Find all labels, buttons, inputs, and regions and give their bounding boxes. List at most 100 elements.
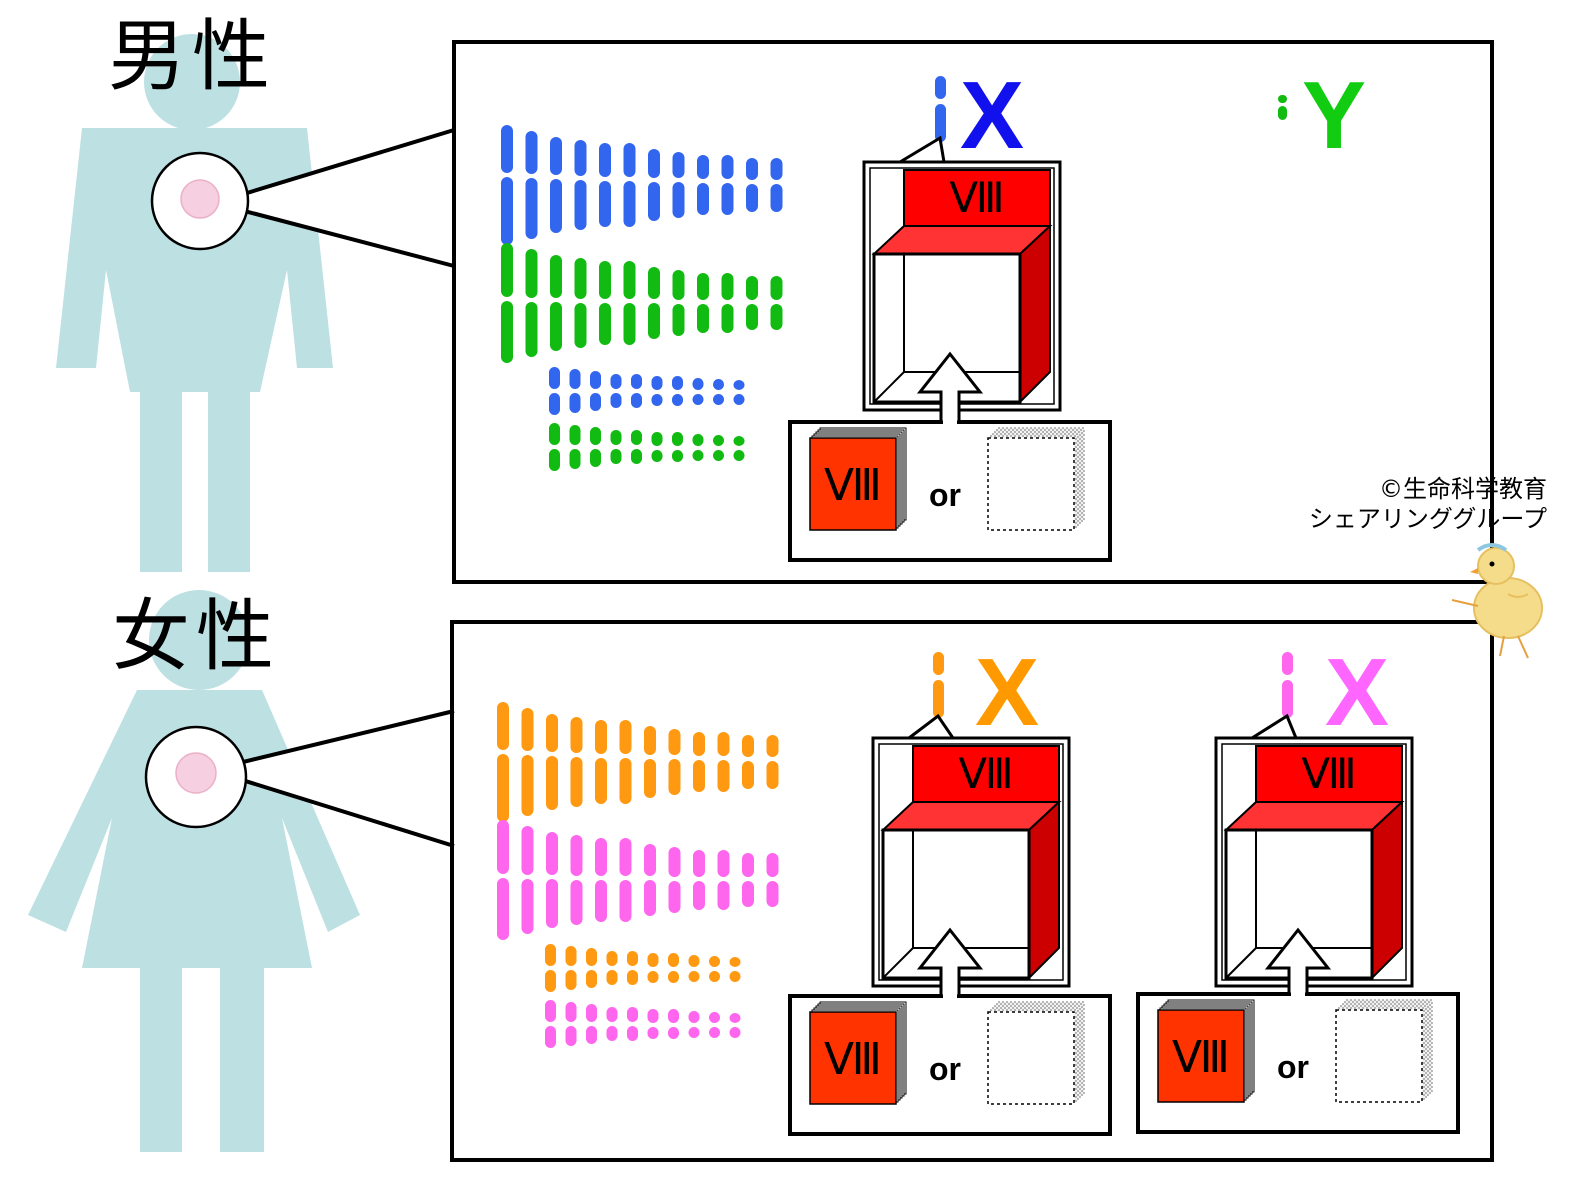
- chromosome-a-12: [770, 158, 783, 212]
- female-panel: [450, 620, 1494, 1162]
- chromosome-small-b-9: [713, 435, 724, 461]
- chromosome-b-8: [668, 847, 681, 913]
- chromosome-a-9: [693, 732, 705, 792]
- chromosome-b-5: [599, 261, 611, 345]
- male-y-label: Y: [1302, 62, 1367, 169]
- chromosome-small-a-8: [688, 955, 700, 982]
- female-x2-chromosome: [1282, 652, 1293, 718]
- chromosome-a-10: [717, 732, 730, 792]
- chromosome-b-12: [770, 276, 783, 330]
- female-gene-unit-2-gene-label: Ⅷ: [1301, 752, 1356, 798]
- female-figure: [28, 590, 360, 1152]
- male-gene-unit-gene-label: Ⅷ: [949, 176, 1004, 222]
- chromosome-a-2: [521, 708, 534, 816]
- female-gene-unit-1-empty-box: [987, 1001, 1085, 1105]
- chromosome-a-9: [697, 155, 709, 215]
- chromosome-b-12: [766, 853, 779, 907]
- female-cell-nucleus: [175, 752, 217, 794]
- chromosome-small-a-6: [651, 376, 663, 406]
- chromosome-a-10: [721, 155, 734, 215]
- chromosome-b-1: [501, 243, 513, 363]
- chromosome-a-11: [746, 158, 758, 212]
- chromosome-small-a-9: [709, 956, 720, 982]
- chromosome-a-8: [672, 152, 685, 218]
- chromosome-small-a-3: [590, 371, 601, 411]
- chromosome-b-1: [497, 820, 509, 940]
- chromosome-b-9: [693, 850, 705, 910]
- female-cell-callout: [144, 709, 455, 848]
- chromosome-b-3: [550, 255, 562, 351]
- female-x1-chromosome: [933, 652, 944, 718]
- chromosome-small-b-4: [610, 430, 622, 464]
- chick-mascot-image: [1451, 543, 1543, 659]
- chromosome-b-10: [721, 273, 734, 333]
- male-figure: [56, 34, 333, 572]
- chromosome-small-b-6: [647, 1009, 659, 1039]
- chromosome-small-b-5: [627, 1007, 638, 1041]
- chromosome-small-b-5: [631, 430, 642, 464]
- male-label: 男性: [108, 12, 277, 102]
- chromosome-a-3: [546, 714, 558, 810]
- chromosome-small-b-3: [586, 1004, 597, 1044]
- chromosome-b-8: [672, 270, 685, 336]
- male-x-chromosome: [935, 76, 946, 142]
- chromosome-small-a-10: [733, 380, 745, 405]
- female-gene-unit-1-gene-band: Ⅷ: [912, 745, 1060, 803]
- chromosome-b-4: [570, 835, 583, 925]
- male-cell-nucleus: [180, 179, 220, 219]
- chromosome-b-5: [595, 838, 607, 922]
- male-gene-unit-empty-box: [987, 427, 1085, 531]
- female-gene-unit-2-gene-box-label: Ⅷ: [1172, 1033, 1230, 1082]
- male-x-label: X: [960, 62, 1025, 169]
- chromosome-b-2: [521, 826, 534, 934]
- chromosome-small-a-2: [569, 369, 581, 413]
- chromosome-small-b-8: [692, 434, 704, 461]
- chromosome-b-4: [574, 258, 587, 348]
- chromosome-small-b-2: [569, 425, 581, 469]
- chromosome-b-11: [746, 276, 758, 330]
- chromosome-b-11: [742, 853, 754, 907]
- chromosome-a-1: [497, 702, 509, 822]
- female-gene-unit-1-or-label: or: [929, 1051, 961, 1087]
- male-cell-callout: [150, 128, 455, 268]
- male-y-chromosome: [1278, 95, 1287, 120]
- chromosome-small-b-7: [668, 1009, 679, 1039]
- chromosome-a-4: [574, 140, 587, 230]
- chromosome-small-b-2: [565, 1002, 577, 1046]
- chromosome-small-b-10: [729, 1013, 741, 1038]
- male-gene-unit-or-label: or: [929, 477, 961, 513]
- female-gene-unit-1-gene-box-label: Ⅷ: [824, 1035, 882, 1084]
- chromosome-a-5: [595, 720, 607, 804]
- copyright-line2: シェアリンググループ: [1308, 505, 1547, 533]
- chromosome-b-7: [644, 844, 656, 916]
- chromosome-small-b-9: [709, 1012, 720, 1038]
- female-gene-unit-2-or-label: or: [1277, 1049, 1309, 1085]
- chromosome-a-7: [644, 726, 656, 798]
- female-label: 女性: [112, 592, 281, 682]
- chromosome-small-b-8: [688, 1011, 700, 1038]
- chromosome-small-a-8: [692, 378, 704, 405]
- chromosome-small-b-1: [545, 1000, 556, 1048]
- female-gene-unit-2-empty-box: [1335, 999, 1433, 1103]
- male-gene-unit-gene-box-label: Ⅷ: [824, 461, 882, 510]
- female-x1-label: X: [975, 639, 1040, 746]
- chromosome-b-3: [546, 832, 558, 928]
- chromosome-a-6: [619, 720, 632, 804]
- chromosome-small-a-1: [549, 367, 560, 415]
- chromosome-b-6: [623, 261, 636, 345]
- copyright-line1: ©生命科学教育: [1379, 475, 1547, 503]
- female-gene-unit-2-gene-box: Ⅷ: [1157, 999, 1255, 1103]
- chromosome-a-6: [623, 143, 636, 227]
- female-karyotype: [497, 702, 779, 1048]
- chromosome-small-a-10: [729, 957, 741, 982]
- chromosome-small-b-1: [549, 423, 560, 471]
- chromosome-a-5: [599, 143, 611, 227]
- female-gene-unit-1-gene-label: Ⅷ: [958, 752, 1013, 798]
- chromosome-a-7: [648, 149, 660, 221]
